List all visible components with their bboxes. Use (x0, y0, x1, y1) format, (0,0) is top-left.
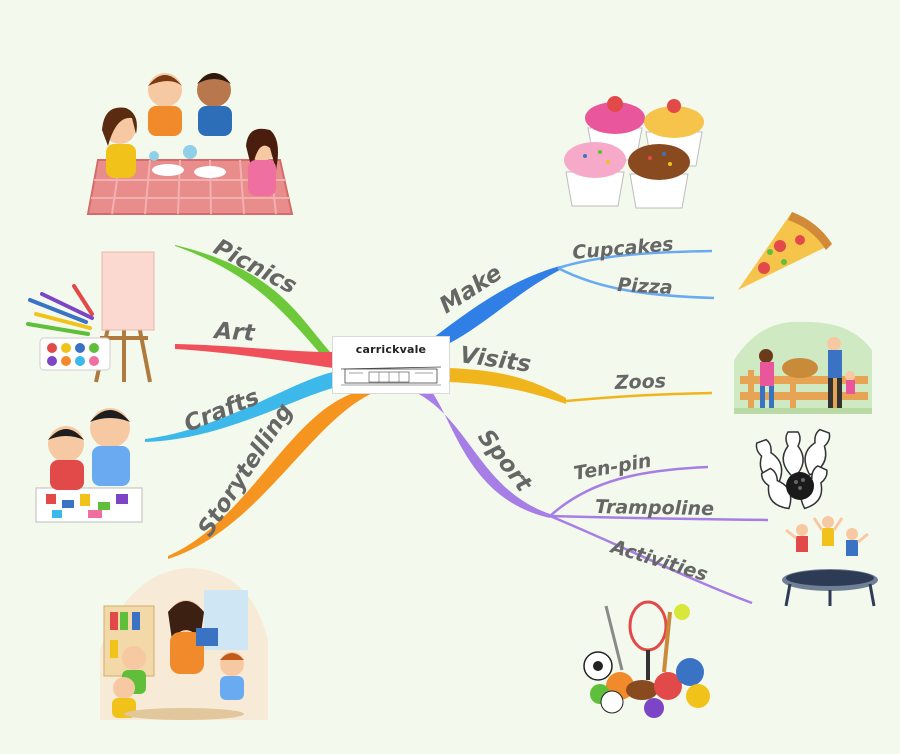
pizza-slice-illustration (738, 212, 832, 290)
branch-line-sport (415, 392, 550, 518)
zoo-visit-illustration (734, 321, 872, 414)
storytelling-illustration (100, 568, 268, 720)
crafts-children-illustration (35, 408, 143, 523)
branch-line-trampoline (549, 514, 769, 522)
branch-line-storytelling (168, 391, 375, 559)
leaf-label-trampoline: Trampoline (595, 496, 714, 520)
branch-line-make (433, 266, 560, 344)
branch-label-crafts: Crafts (181, 384, 263, 437)
building-sketch-icon (341, 366, 441, 386)
trampoline-illustration (782, 516, 878, 607)
branch-label-art: Art (212, 318, 257, 347)
leaf-label-pizza: Pizza (617, 274, 673, 299)
leaf-label-activities: Activities (607, 535, 711, 586)
sports-balls-illustration (583, 600, 710, 718)
leaf-label-zoos: Zoos (613, 370, 666, 394)
leaf-label-cupcakes: Cupcakes (572, 233, 675, 264)
picnic-children-illustration (86, 73, 294, 215)
branch-line-cupcakes (557, 249, 713, 270)
cupcakes-illustration (564, 96, 704, 209)
branch-line-crafts (145, 372, 333, 442)
branch-line-zoos (565, 391, 713, 403)
branch-line-visits (448, 368, 566, 404)
central-node: carrickvale (332, 336, 450, 394)
art-easel-illustration (26, 251, 155, 383)
central-node-title: carrickvale (355, 343, 427, 356)
branch-line-art (175, 344, 333, 368)
bowling-pins-illustration (755, 428, 831, 510)
branch-line-tenpin (549, 465, 709, 517)
branch-line-activities (549, 514, 753, 605)
branch-line-pizza (557, 266, 715, 300)
